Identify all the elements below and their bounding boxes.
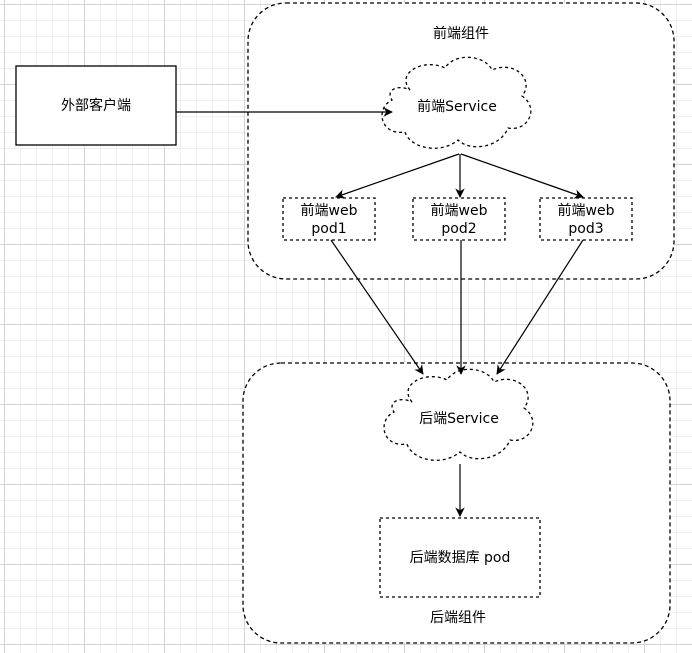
pod-3-line2: pod3 <box>568 221 603 237</box>
edge-pod-3-to-backend-service <box>496 239 584 375</box>
pod-1-line2: pod1 <box>311 221 346 237</box>
backend-service-label: 后端Service <box>419 411 499 427</box>
pod-2-line2: pod2 <box>441 221 476 237</box>
external-client-node[interactable]: 外部客户端 <box>15 65 177 146</box>
frontend-group-label: 前端组件 <box>433 25 489 42</box>
edge-pod-1-to-backend-service <box>330 239 424 375</box>
edge-service-to-pod-3 <box>460 153 584 199</box>
backend-group-label: 后端组件 <box>430 610 486 626</box>
pod-2-line1: 前端web <box>431 202 488 219</box>
frontend-service-label: 前端Service <box>417 98 497 115</box>
database-pod-label: 后端数据库 pod <box>410 550 511 566</box>
backend-group[interactable]: 后端组件 <box>242 362 671 644</box>
external-client-label: 外部客户端 <box>61 97 131 114</box>
edges <box>176 107 584 517</box>
pod-1-line1: 前端web <box>301 202 358 219</box>
edge-service-to-pod-1 <box>335 153 460 199</box>
frontend-pod-1[interactable]: 前端web pod1 <box>282 197 376 241</box>
frontend-pod-3[interactable]: 前端web pod3 <box>539 197 633 241</box>
database-pod-node[interactable]: 后端数据库 pod <box>379 517 541 598</box>
frontend-pod-2[interactable]: 前端web pod2 <box>412 197 506 241</box>
frontend-service-node[interactable]: 前端Service <box>381 56 532 149</box>
pod-3-line1: 前端web <box>558 202 615 219</box>
backend-service-node[interactable]: 后端Service <box>383 368 534 461</box>
